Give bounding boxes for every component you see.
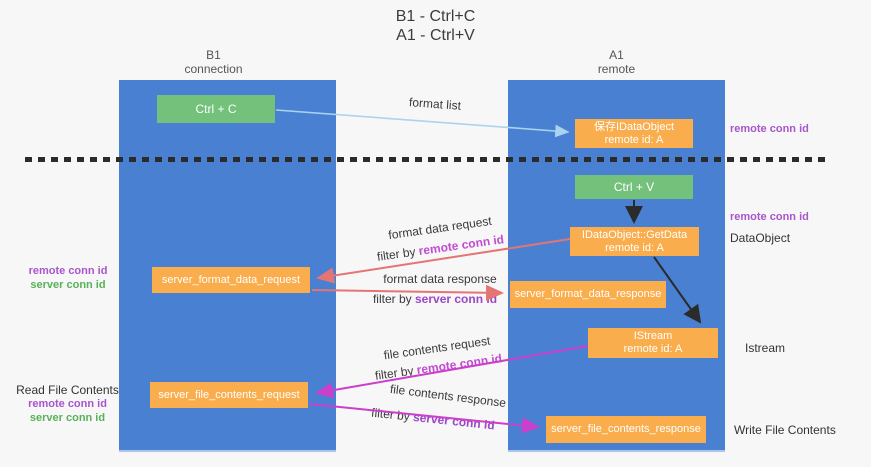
left-label-group-format: remote conn id server conn id xyxy=(18,264,118,292)
phase-separator-dashed-line xyxy=(25,157,831,162)
sfd-req-label: server_format_data_request xyxy=(161,273,301,286)
arrow-label-filter-server-1: filter by server conn id xyxy=(360,292,510,306)
column-b1-name: B1 xyxy=(206,48,221,62)
right-label-write-file-contents: Write File Contents xyxy=(734,423,836,437)
left-label-remote-conn-id-1: remote conn id xyxy=(28,265,108,277)
right-label-remote-conn-id-2: remote conn id xyxy=(730,211,809,223)
node-istream: IStream remote id: A xyxy=(588,328,718,358)
node-server-format-data-response: server_format_data_response xyxy=(510,281,666,308)
istream-line1: IStream xyxy=(633,330,673,342)
column-header-a1: A1 remote xyxy=(508,48,725,76)
node-save-dataobject: 保存IDataObject remote id: A xyxy=(575,119,693,148)
filter-server-conn-id: server conn id xyxy=(412,409,496,433)
title-line-1: B1 - Ctrl+C xyxy=(395,8,476,25)
filter-by-text: filter by xyxy=(372,292,412,306)
node-server-file-contents-request: server_file_contents_request xyxy=(150,382,308,408)
arrow-label-format-list: format list xyxy=(408,95,462,113)
column-b1-role: connection xyxy=(184,62,243,76)
save-dataobject-line1: 保存IDataObject xyxy=(593,120,675,133)
ctrl-v-label: Ctrl + V xyxy=(613,179,655,194)
right-label-dataobject: DataObject xyxy=(730,231,791,245)
node-ctrl-v: Ctrl + V xyxy=(575,175,693,199)
left-label-server-conn-id-1: server conn id xyxy=(30,279,106,291)
column-header-b1: B1 connection xyxy=(105,48,322,76)
left-label-server-conn-id-2: server conn id xyxy=(29,412,106,424)
node-server-file-contents-response: server_file_contents_response xyxy=(546,416,706,443)
sfc-resp-label: server_file_contents_response xyxy=(551,423,701,435)
save-dataobject-line2: remote id: A xyxy=(604,133,664,146)
filter-by-text: filter by xyxy=(376,244,417,264)
arrow-label-format-data-response: format data response xyxy=(383,272,497,286)
ctrl-c-label: Ctrl + C xyxy=(195,101,237,116)
node-idataobject-getdata: IDataObject::GetData remote id: A xyxy=(570,227,699,256)
left-label-group-file: Read File Contents remote conn id server… xyxy=(15,383,120,425)
left-label-read-file-contents: Read File Contents xyxy=(16,383,119,397)
filter-by-text: filter by xyxy=(370,405,411,424)
title-line-2: A1 - Ctrl+V xyxy=(396,27,475,44)
column-a1-role: remote xyxy=(597,62,636,76)
getdata-line1: IDataObject::GetData xyxy=(581,228,688,241)
right-label-istream: Istream xyxy=(745,341,786,355)
right-label-remote-conn-id-1: remote conn id xyxy=(730,123,809,135)
arrow-label-filter-server-2: filter by server conn id xyxy=(353,404,514,435)
getdata-line2: remote id: A xyxy=(605,241,664,254)
sfc-req-label: server_file_contents_request xyxy=(158,388,300,401)
node-server-format-data-request: server_format_data_request xyxy=(152,267,310,293)
node-ctrl-c: Ctrl + C xyxy=(157,95,275,123)
sfd-resp-label: server_format_data_response xyxy=(514,288,662,300)
diagram-title: B1 - Ctrl+C A1 - Ctrl+V xyxy=(0,7,871,45)
left-label-remote-conn-id-2: remote conn id xyxy=(28,398,107,410)
istream-line2: remote id: A xyxy=(623,343,683,355)
filter-server-conn-id: server conn id xyxy=(415,292,498,306)
column-a1-name: A1 xyxy=(609,48,624,62)
